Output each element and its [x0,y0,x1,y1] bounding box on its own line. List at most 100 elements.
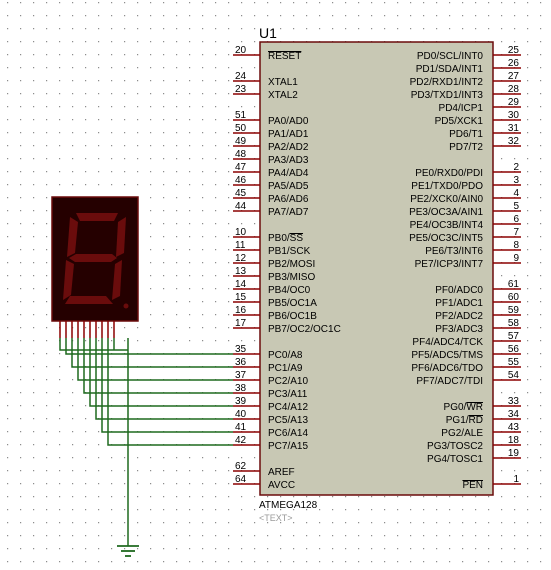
pin-label: PEN [462,480,483,491]
pin-label: PA4/AD4 [268,168,309,179]
segment-d [65,296,113,304]
pin-label: PE7/ICP3/INT7 [415,259,484,270]
wire-pc1[interactable] [71,338,233,368]
pin-label: AREF [268,467,295,478]
chip-ref-label[interactable]: U1 [259,25,277,41]
wire-pc0[interactable] [65,338,233,355]
pin-number: 45 [235,188,247,199]
pin-label: PD4/ICP1 [439,103,484,114]
segment-c [112,260,122,300]
seven-segment-display[interactable] [51,196,139,338]
wire-bus [59,338,233,546]
pin-number: 39 [235,396,247,407]
pin-number: 36 [235,357,247,368]
decimal-point [123,303,129,309]
pin-number: 7 [513,227,519,238]
pin-number: 57 [508,331,520,342]
pin-number: 27 [508,71,520,82]
wire-pc5[interactable] [95,338,233,420]
pin-number: 30 [508,110,520,121]
pin-label: XTAL2 [268,90,298,101]
wire-pc6[interactable] [101,338,233,433]
wire-pc2[interactable] [77,338,233,381]
ground-symbol[interactable] [117,545,139,557]
pin-number: 42 [235,435,247,446]
chip-body[interactable] [259,41,494,496]
pin-number: 31 [508,123,520,134]
wire-pc3[interactable] [83,338,233,394]
wire-pc4[interactable] [89,338,233,407]
pin-label: RESET [268,51,301,62]
pin-label: PE5/OC3C/INT5 [409,233,483,244]
pin-label: PG4/TOSC1 [427,454,483,465]
pin-number: 10 [235,227,247,238]
pin-number: 40 [235,409,247,420]
wire-pc7[interactable] [107,338,233,446]
common-wire[interactable] [59,338,128,351]
segment-f [67,217,78,257]
pin-label: PD1/SDA/INT1 [416,64,484,75]
